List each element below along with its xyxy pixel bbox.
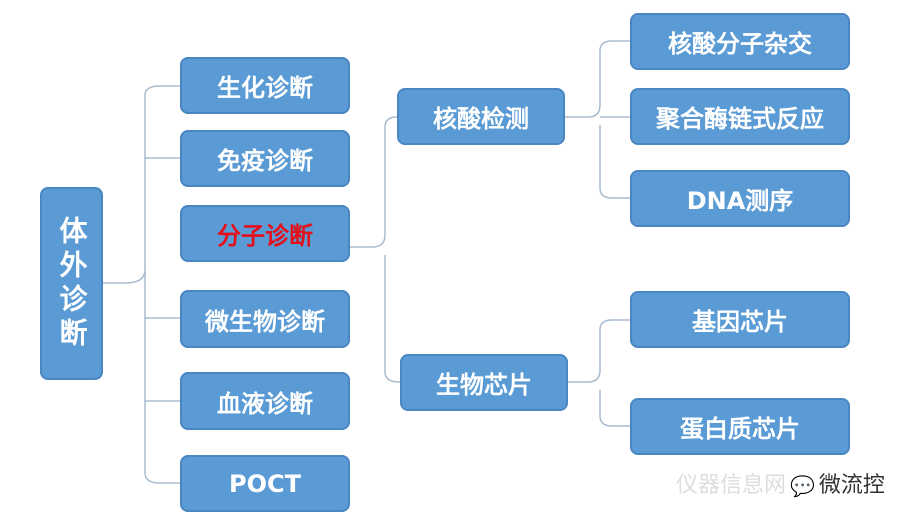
node-pcr: 聚合酶链式反应: [630, 88, 850, 145]
node-microbial: 微生物诊断: [180, 290, 350, 348]
watermark: 仪器信息网 💬 微流控: [676, 472, 885, 500]
bracket-level1: [103, 85, 180, 484]
bracket-nucleic: [565, 40, 630, 199]
wechat-icon: 💬: [790, 474, 815, 498]
watermark-brand: 微流控: [818, 473, 885, 498]
node-poct: POCT: [180, 455, 350, 512]
node-gene-chip: 基因芯片: [630, 291, 850, 348]
node-blood: 血液诊断: [180, 372, 350, 430]
node-protein-chip: 蛋白质芯片: [630, 398, 850, 455]
root-node: 体外诊断: [40, 187, 103, 380]
node-biochemical: 生化诊断: [180, 57, 350, 114]
node-nucleic-detection: 核酸检测: [397, 88, 565, 145]
node-dna-sequencing: DNA测序: [630, 170, 850, 227]
watermark-ghost: 仪器信息网: [676, 473, 787, 498]
node-molecular: 分子诊断: [180, 205, 350, 262]
node-biochip: 生物芯片: [400, 354, 568, 411]
bracket-chip: [568, 319, 630, 427]
bracket-level2: [350, 116, 401, 383]
node-immuno: 免疫诊断: [180, 130, 350, 187]
node-hybridization: 核酸分子杂交: [630, 13, 850, 70]
